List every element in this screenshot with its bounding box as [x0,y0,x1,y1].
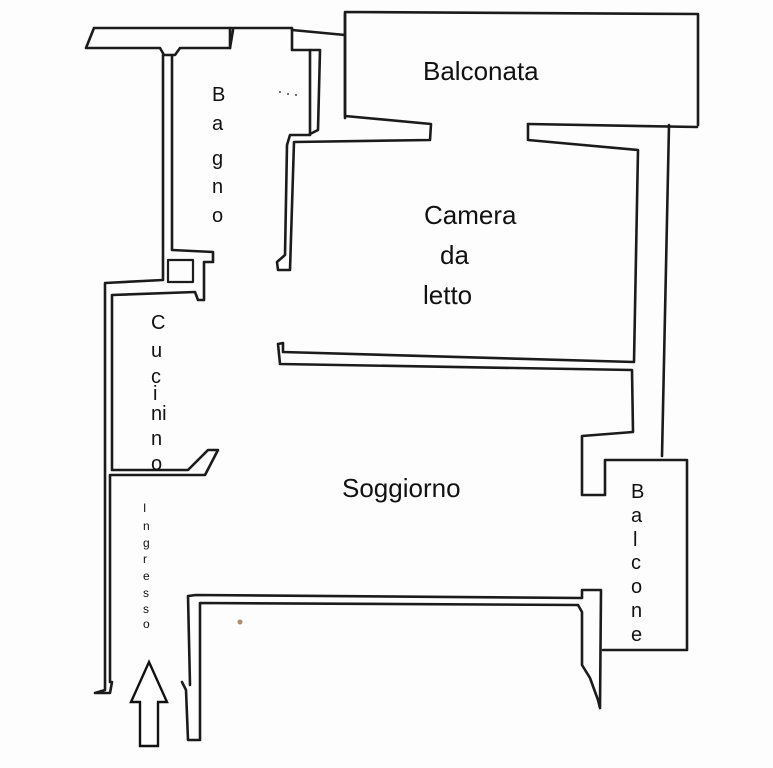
svg-text:n: n [151,428,162,450]
label-balcone: B a l c o n e [631,481,644,646]
pencil-marks [237,91,297,625]
svg-text:a: a [631,505,643,527]
label-bagno: B a g n o [212,84,225,227]
svg-text:s: s [143,602,149,616]
svg-text:n: n [631,600,642,622]
svg-text:s: s [143,586,149,600]
label-camera-da-letto: Camera da letto [423,200,517,310]
svg-text:n: n [212,176,223,198]
svg-text:letto: letto [423,280,472,310]
svg-text:Camera: Camera [424,200,517,230]
svg-text:C: C [151,312,165,334]
svg-text:c: c [151,366,161,388]
svg-text:a: a [212,113,224,135]
label-ingresso: I n g r e s s o [143,501,150,631]
label-balconata: Balconata [423,56,539,86]
svg-text:o: o [212,205,223,227]
svg-text:e: e [143,569,150,583]
svg-text:o: o [151,453,162,475]
wall-bagno-right [228,10,700,272]
wall-soggiorno-bottom [180,588,603,742]
svg-text:n: n [143,519,150,533]
svg-text:l: l [633,529,637,551]
svg-text:r: r [143,552,147,566]
wall-camera-right [276,12,699,652]
svg-text:o: o [631,576,642,598]
svg-text:o: o [143,617,150,631]
wall-top-left [84,26,232,57]
label-cucinino: C u c i ni n o [151,312,167,475]
svg-text:da: da [440,240,469,270]
entrance-arrow-icon [129,659,169,748]
svg-text:e: e [631,624,642,646]
svg-text:u: u [151,340,162,362]
wall-bagno-left [93,53,220,695]
label-soggiorno: Soggiorno [342,473,461,503]
svg-text:g: g [212,148,223,170]
svg-text:ni: ni [151,403,167,425]
svg-text:B: B [212,84,225,106]
svg-text:c: c [631,552,641,574]
svg-text:I: I [143,501,146,515]
svg-text:g: g [143,536,150,550]
svg-text:i: i [153,383,157,405]
svg-text:B: B [631,481,644,503]
